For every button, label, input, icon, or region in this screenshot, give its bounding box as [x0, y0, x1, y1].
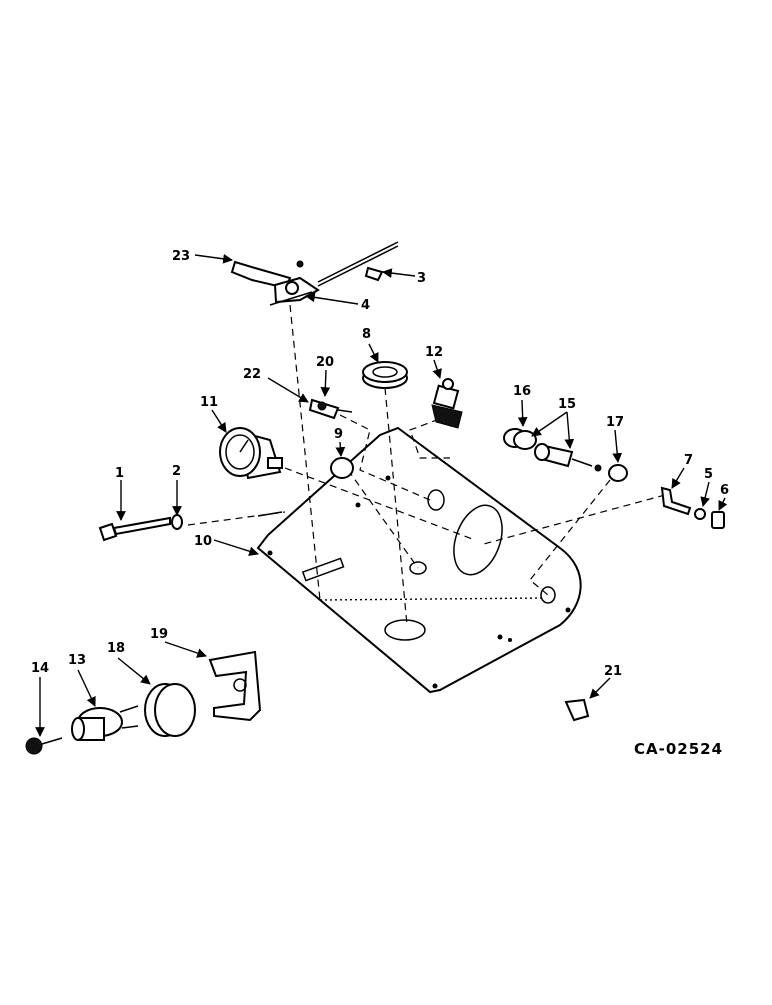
callout-6: 6	[720, 483, 729, 498]
callout-12: 12	[425, 345, 443, 360]
lock-washer	[694, 508, 706, 520]
cable-clip	[364, 266, 384, 282]
tachometer-gauge	[219, 427, 283, 480]
wire-lead	[257, 511, 283, 517]
terminal-key	[25, 737, 63, 755]
callout-15: 15	[558, 397, 576, 412]
mounting-bracket	[660, 486, 692, 516]
light-socket	[534, 443, 602, 472]
wire-clip	[564, 698, 590, 722]
callout-9: 9	[334, 427, 343, 442]
callout-19: 19	[150, 627, 168, 642]
callout-21: 21	[604, 664, 622, 679]
callout-18: 18	[107, 641, 125, 656]
indicator-bulb	[308, 398, 353, 420]
callout-10: 10	[194, 534, 212, 549]
ignition-switch	[431, 378, 463, 429]
cap-screw	[98, 516, 171, 542]
instrument-panel	[256, 426, 582, 694]
callout-2: 2	[172, 464, 181, 479]
drawing-code: CA-02524	[634, 740, 723, 758]
callout-leaders	[35, 253, 728, 737]
callout-11: 11	[200, 395, 218, 410]
callout-labels: 1 2 3 4 5 6 7 8 9 10 11 12 13 14 15 16 1…	[31, 249, 729, 679]
callout-22: 22	[243, 367, 261, 382]
hex-nut	[711, 511, 725, 529]
light-lens	[503, 428, 537, 450]
callout-5: 5	[704, 467, 713, 482]
callout-16: 16	[513, 384, 531, 399]
lens-retainer	[608, 464, 628, 482]
assembly-guide-lines	[187, 304, 666, 626]
throttle-lever	[230, 241, 399, 306]
callout-8: 8	[362, 327, 371, 342]
flat-washer	[171, 514, 183, 530]
ammeter-body	[71, 705, 139, 741]
hole-plug	[330, 457, 354, 479]
callout-4: 4	[361, 298, 370, 313]
callout-7: 7	[684, 453, 693, 468]
callout-13: 13	[68, 653, 86, 668]
callout-3: 3	[417, 271, 426, 286]
callout-23: 23	[172, 249, 190, 264]
callout-1: 1	[115, 466, 124, 481]
grommet	[362, 361, 408, 389]
gauge-mounting-bracket	[208, 650, 262, 722]
callout-17: 17	[606, 415, 624, 430]
callout-14: 14	[31, 661, 49, 676]
callout-20: 20	[316, 355, 334, 370]
gauge-retaining-ring	[144, 683, 196, 737]
